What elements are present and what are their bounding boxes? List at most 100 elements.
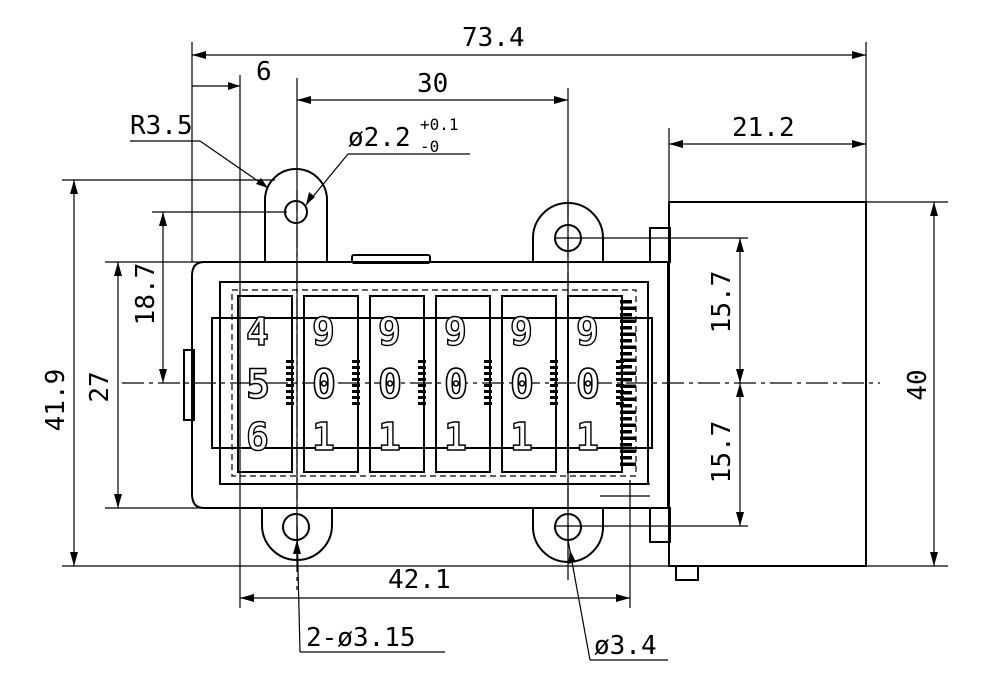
wheel-tooth bbox=[550, 390, 558, 393]
dim-pin-tol-minus: -0 bbox=[420, 137, 439, 156]
dim-hole-spacing: 30 bbox=[417, 69, 448, 99]
counter-digit-bottom: 6 bbox=[246, 415, 269, 459]
counter-digit-middle: 0 bbox=[378, 362, 402, 408]
wheel-tooth bbox=[484, 402, 492, 405]
counter-digit-bottom: 1 bbox=[576, 415, 599, 459]
wheel-tooth bbox=[484, 384, 492, 387]
ratchet-tooth bbox=[620, 378, 632, 382]
wheel-tooth bbox=[550, 402, 558, 405]
counter-digit-middle: 0 bbox=[312, 362, 336, 408]
wheel-tooth bbox=[550, 372, 558, 375]
counter-digit-bottom: 1 bbox=[312, 415, 335, 459]
dim-radius: R3.5 bbox=[130, 111, 193, 141]
ratchet-tooth bbox=[620, 449, 636, 453]
wheel-tooth bbox=[286, 372, 294, 375]
ratchet-tooth bbox=[620, 352, 632, 356]
dim-upper-half: 15.7 bbox=[707, 271, 737, 334]
ratchet-tooth bbox=[620, 430, 632, 434]
wheel-tooth bbox=[352, 402, 360, 405]
ratchet-tooth bbox=[620, 306, 636, 310]
wheel-tooth bbox=[286, 402, 294, 405]
counter-digit-top: 9 bbox=[576, 310, 599, 354]
wheel-tooth bbox=[484, 396, 492, 399]
wheel-tooth bbox=[550, 378, 558, 381]
wheel-tooth bbox=[352, 372, 360, 375]
ratchet-tooth bbox=[620, 384, 636, 388]
dimension-lines bbox=[70, 51, 938, 602]
wheel-tooth bbox=[616, 402, 624, 405]
dim-window-height: 27 bbox=[85, 371, 115, 402]
wheel-tooth bbox=[550, 396, 558, 399]
ratchet-tooth bbox=[620, 436, 636, 440]
wheel-tooth bbox=[484, 378, 492, 381]
dim-pin-hole: ø2.2 bbox=[348, 123, 411, 153]
wheel-tooth bbox=[550, 360, 558, 363]
wheel-tooth bbox=[550, 366, 558, 369]
wheel-tooth bbox=[418, 378, 426, 381]
wheel-tooth bbox=[286, 360, 294, 363]
wheel-tooth bbox=[418, 372, 426, 375]
counter-digit-bottom: 1 bbox=[510, 415, 533, 459]
wheel-tooth bbox=[418, 384, 426, 387]
dim-motor-height: 40 bbox=[903, 369, 933, 400]
dim-hole-pair: 2-ø3.15 bbox=[306, 623, 416, 653]
wheel-tooth bbox=[286, 390, 294, 393]
ratchet-tooth bbox=[620, 423, 636, 427]
ratchet-tooth bbox=[620, 313, 632, 317]
wheel-tooth bbox=[286, 384, 294, 387]
ratchet-tooth bbox=[620, 332, 636, 336]
wheel-tooth bbox=[352, 396, 360, 399]
wheel-tooth bbox=[484, 390, 492, 393]
counter-digit-top: 9 bbox=[510, 310, 533, 354]
ratchet-tooth bbox=[620, 397, 636, 401]
wheel-tooth bbox=[286, 378, 294, 381]
ratchet-tooth bbox=[620, 404, 632, 408]
wheel-tooth bbox=[352, 390, 360, 393]
counter-digit-bottom: 1 bbox=[378, 415, 401, 459]
dim-overall-height: 41.9 bbox=[41, 369, 71, 432]
wheel-tooth bbox=[352, 378, 360, 381]
wheel-tooth bbox=[418, 402, 426, 405]
ratchet-tooth bbox=[620, 365, 632, 369]
dim-pin-tol-plus: +0.1 bbox=[420, 115, 459, 134]
dim-motor-width: 21.2 bbox=[732, 113, 795, 143]
wheel-tooth bbox=[484, 366, 492, 369]
counter-digit-middle: 0 bbox=[576, 362, 600, 408]
ratchet-tooth bbox=[620, 300, 632, 304]
wheel-tooth bbox=[418, 360, 426, 363]
counter-digit-top: 9 bbox=[378, 310, 401, 354]
ratchet-tooth bbox=[620, 456, 632, 460]
dim-upper-offset: 18.7 bbox=[131, 263, 161, 326]
ratchet-tooth bbox=[620, 358, 636, 362]
wheel-tooth bbox=[418, 396, 426, 399]
ratchet-tooth bbox=[620, 339, 632, 343]
wheel-tooth bbox=[484, 360, 492, 363]
counter-digit-bottom: 1 bbox=[444, 415, 467, 459]
counter-digit-middle: 0 bbox=[444, 362, 468, 408]
counter-digit-middle: 0 bbox=[510, 362, 534, 408]
ratchet-tooth bbox=[620, 371, 636, 375]
dim-bottom-span: 42.1 bbox=[388, 565, 451, 595]
dimension-labels: 73.4 6 30 R3.5 ø2.2 +0.1 -0 21.2 41.9 27… bbox=[41, 23, 933, 661]
ratchet-tooth bbox=[620, 443, 632, 447]
ratchet-tooth bbox=[620, 326, 632, 330]
ratchet-tooth bbox=[620, 319, 636, 323]
dim-hole-single: ø3.4 bbox=[594, 631, 657, 661]
wheel-tooth bbox=[418, 366, 426, 369]
extension-lines bbox=[62, 42, 948, 608]
counter-body bbox=[183, 168, 867, 581]
ratchet-tooth bbox=[620, 417, 632, 421]
dim-flange-width: 6 bbox=[256, 57, 272, 87]
dim-lower-half: 15.7 bbox=[707, 421, 737, 484]
counter-digit-middle: 5 bbox=[246, 362, 270, 408]
dim-overall-width: 73.4 bbox=[462, 23, 525, 53]
counter-digit-top: 4 bbox=[246, 310, 269, 354]
wheel-tooth bbox=[352, 360, 360, 363]
wheel-tooth bbox=[286, 396, 294, 399]
leader-lines bbox=[130, 140, 668, 661]
counter-digit-top: 9 bbox=[444, 310, 467, 354]
ratchet-tooth bbox=[620, 391, 632, 395]
wheel-tooth bbox=[286, 366, 294, 369]
